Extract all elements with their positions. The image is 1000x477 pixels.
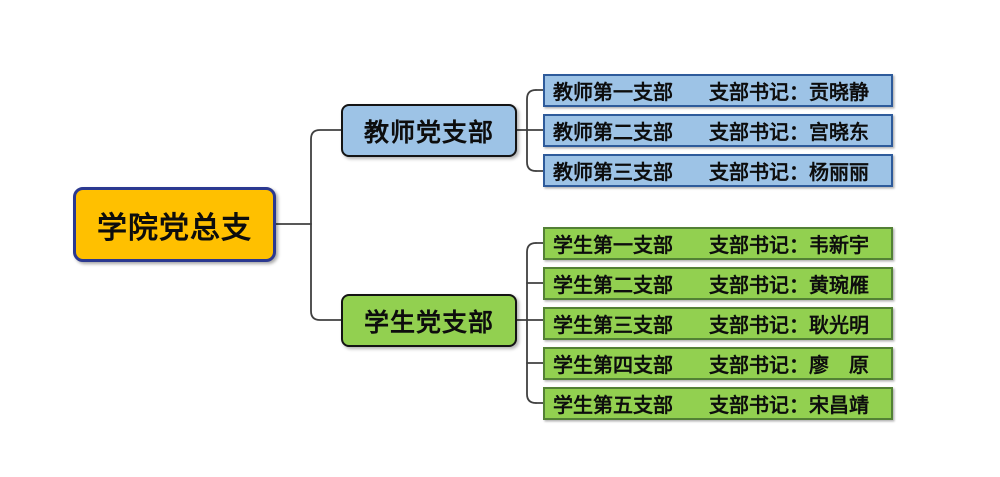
leaf-row-student-5: 学生第五支部 支部书记：宋昌靖 [543,387,893,420]
leaf-unit: 学生第一支部 [553,233,673,257]
leaf-secretary: 支部书记：杨丽丽 [709,160,869,184]
branch-node-teacher-label: 教师党支部 [363,117,494,147]
leaf-secretary: 支部书记：宫晓东 [709,120,869,144]
branch-node-student-label: 学生党支部 [363,307,494,337]
connector-junction-teacher [310,129,342,225]
connector-junction-student [310,223,342,321]
branch-node-teacher: 教师党支部 [341,104,517,157]
root-node: 学院党总支 [73,187,276,262]
connector-student-vertical [526,242,537,404]
leaf-unit: 学生第二支部 [553,273,673,297]
leaf-secretary: 支部书记：耿光明 [709,313,869,337]
leaf-secretary: 支部书记：宋昌靖 [709,393,869,417]
leaf-unit: 教师第二支部 [553,120,673,144]
leaf-secretary: 支部书记：贡晓静 [709,80,869,104]
leaf-secretary: 支部书记：廖 原 [709,353,869,377]
branch-node-student: 学生党支部 [341,294,517,347]
leaf-unit: 教师第一支部 [553,80,673,104]
root-node-label: 学院党总支 [97,210,252,246]
connector-teacher-vertical [526,89,537,172]
leaf-row-student-4: 学生第四支部 支部书记：廖 原 [543,347,893,380]
leaf-row-student-3: 学生第三支部 支部书记：耿光明 [543,307,893,340]
leaf-unit: 学生第四支部 [553,353,673,377]
leaf-secretary: 支部书记：黄琬雁 [709,273,869,297]
leaf-row-student-1: 学生第一支部 支部书记：韦新宇 [543,227,893,260]
leaf-row-teacher-1: 教师第一支部 支部书记：贡晓静 [543,74,893,107]
leaf-row-student-2: 学生第二支部 支部书记：黄琬雁 [543,267,893,300]
leaf-unit: 学生第三支部 [553,313,673,337]
leaf-row-teacher-3: 教师第三支部 支部书记：杨丽丽 [543,154,893,187]
leaf-secretary: 支部书记：韦新宇 [709,233,869,257]
leaf-unit: 教师第三支部 [553,160,673,184]
leaf-row-teacher-2: 教师第二支部 支部书记：宫晓东 [543,114,893,147]
leaf-unit: 学生第五支部 [553,393,673,417]
